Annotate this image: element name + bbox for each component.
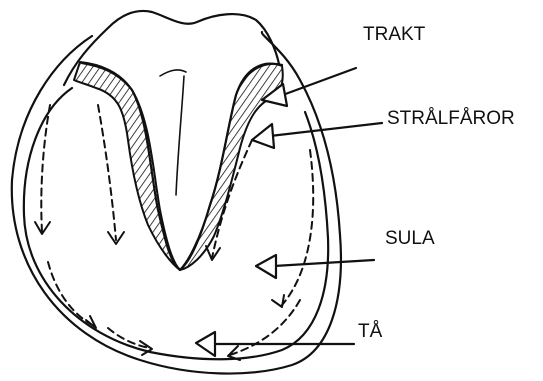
frog-central-groove — [160, 70, 186, 76]
pointer-sula — [256, 255, 374, 278]
label-sula: SULA — [385, 228, 435, 249]
flow-arrow-right-outer — [282, 150, 313, 305]
label-stralfaror: STRÅLFÅROR — [387, 108, 515, 129]
bar-left — [74, 62, 180, 270]
frog-central-groove-line — [176, 76, 184, 195]
bar-right — [180, 64, 283, 270]
label-trakt: TRAKT — [363, 24, 426, 45]
flow-arrow-left-inner — [98, 105, 116, 240]
pointer-stralfaror — [252, 123, 382, 148]
label-ta: TÅ — [358, 321, 383, 342]
hoof-wall-inner — [24, 88, 328, 359]
hoof-wall-outer — [12, 32, 341, 374]
